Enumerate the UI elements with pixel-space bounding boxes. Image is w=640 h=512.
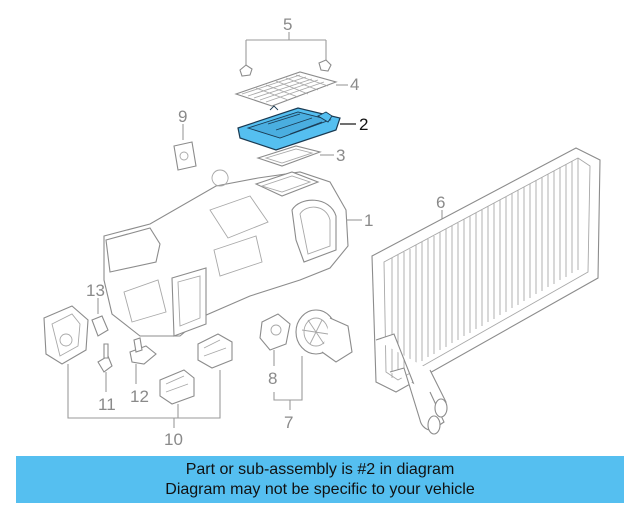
callout-2: 2 [359,115,368,134]
callout-1: 1 [364,211,373,230]
callout-5: 5 [283,15,292,34]
callout-13: 13 [86,281,105,300]
callout-10: 10 [164,430,183,449]
part-3-gasket [256,145,334,167]
callout-6: 6 [436,193,445,212]
callout-8: 8 [268,369,277,388]
banner-line-1: Part or sub-assembly is #2 in diagram [185,461,455,478]
part-10-actuators [43,305,233,428]
part-2-filter-housing [237,105,356,151]
callout-12: 12 [130,387,149,406]
part-6-heater-core [371,147,601,435]
part-13-clip [91,298,109,337]
part-11-sensor [97,343,113,392]
callout-4: 4 [350,75,359,94]
banner-line-2: Diagram may not be specific to your vehi… [165,481,475,498]
callout-7: 7 [284,413,293,432]
callout-3: 3 [336,146,345,165]
part-12-sensor [129,337,157,384]
part-5-clips [239,32,332,77]
part-1-hvac-case [103,169,362,337]
part-8-resistor [259,313,291,366]
parts-diagram: 5 4 2 3 9 [43,15,601,449]
part-4-filter-cover [234,71,348,107]
part-9-sensor [173,124,197,171]
callout-11: 11 [98,395,116,414]
part-7-blower-motor [273,309,353,410]
callout-9: 9 [178,107,187,126]
info-banner: Part or sub-assembly is #2 in diagram Di… [16,456,624,503]
